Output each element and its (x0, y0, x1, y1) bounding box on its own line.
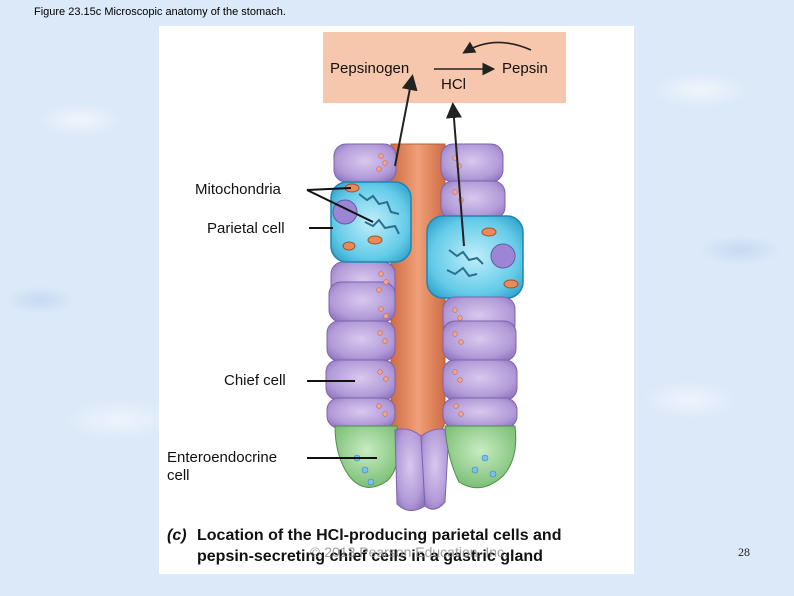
chief-cell (440, 143, 504, 183)
chief-cell (442, 320, 517, 362)
gastric-gland-illustration (306, 41, 532, 511)
chief-cell (442, 359, 518, 401)
caption-text: Location of the HCl-producing parietal c… (197, 527, 562, 565)
canaliculus (358, 193, 400, 235)
mitochondrion (367, 235, 383, 245)
nucleus (490, 243, 516, 269)
reaction-box (323, 32, 566, 103)
mitochondria-leader-2 (306, 189, 374, 223)
enteroendocrine-cell (334, 425, 400, 488)
enteroendocrine-label-line2: cell (167, 467, 190, 484)
figure-title: Figure 23.15c Microscopic anatomy of the… (34, 6, 286, 18)
chief-cell-label: Chief cell (224, 372, 286, 389)
mitochondrion (503, 279, 519, 289)
canaliculus (446, 249, 484, 278)
gland-base (334, 425, 517, 511)
enteroendocrine-cell (444, 425, 517, 489)
pepsin-label: Pepsin (502, 60, 548, 77)
hcl-arrow (445, 102, 465, 247)
chief-cell (442, 397, 518, 429)
enteroendocrine-label-line1: Enteroendocrine (167, 449, 278, 466)
feedback-arrow (462, 41, 532, 54)
chief-cell (394, 428, 426, 511)
page-number: 28 (738, 545, 750, 559)
mitochondria-leader (306, 187, 352, 191)
chief-cell (420, 428, 450, 510)
right-cell-column (426, 143, 524, 429)
pepsinogen-arrow (394, 74, 418, 167)
parietal-cell-label: Parietal cell (207, 220, 285, 237)
chief-cell (440, 180, 506, 220)
mitochondria-label: Mitochondria (195, 181, 281, 198)
hcl-label: HCl (441, 76, 466, 93)
caption-letter: (c) (167, 527, 187, 544)
pepsinogen-label: Pepsinogen (330, 60, 410, 77)
copyright-watermark: © 2013 Pearson Education, Inc. (310, 544, 508, 560)
mitochondrion (342, 241, 356, 251)
mitochondrion (481, 227, 497, 237)
